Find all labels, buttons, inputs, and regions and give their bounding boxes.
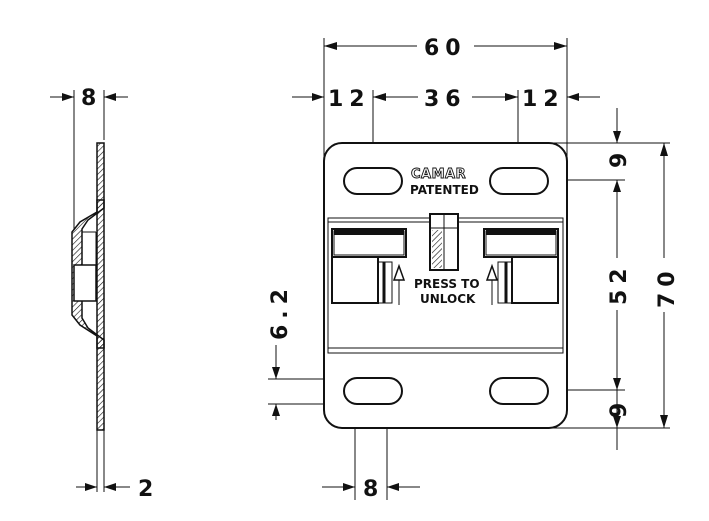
side-dim-top-label: 8: [81, 86, 102, 111]
side-bottom-dimension: 2: [76, 477, 159, 502]
dim-overall-height-label: 70: [655, 265, 680, 308]
bracket-plate: [323, 142, 568, 429]
dim-center-label: 36: [424, 87, 467, 112]
press-to-label: PRESS TO: [414, 277, 480, 291]
dim-overall-width: 60: [324, 36, 567, 61]
side-profile: [71, 142, 105, 431]
dim-slot-height-label: 6.2: [268, 283, 293, 340]
dim-slot-spacing: 52: [607, 222, 632, 390]
side-view: 8 2: [50, 86, 159, 502]
slot-bottom-left: [343, 377, 403, 405]
dim-overall-height: 70: [655, 143, 680, 428]
dim-slot-width-label: 8: [363, 477, 384, 502]
dim-top-slot-label: 9: [607, 147, 632, 168]
slot-bottom-right: [489, 377, 549, 405]
unlock-label: UNLOCK: [420, 292, 476, 306]
dim-bottom-slot-label: 9: [607, 397, 632, 418]
dim-hole-spacing: 12 36 12: [292, 87, 600, 112]
side-top-dimension: 8: [50, 86, 128, 111]
front-view: 60 12 36 12 9 5: [268, 36, 680, 502]
dim-top-slot: 9: [607, 108, 632, 222]
dim-slot-width: 8: [322, 477, 420, 502]
slot-top-left: [343, 167, 403, 195]
press-arrow-left-icon: [392, 263, 406, 305]
dim-slot-spacing-label: 52: [607, 262, 632, 305]
dim-left-margin-label: 12: [328, 87, 371, 112]
dim-overall-width-label: 60: [424, 36, 467, 61]
slot-top-right: [489, 167, 549, 195]
dim-right-margin-label: 12: [522, 87, 565, 112]
dim-bottom-slot: 9: [607, 390, 632, 450]
dim-slot-height: 6.2: [268, 283, 293, 420]
brand-logo: CAMAR: [411, 167, 466, 182]
patented-label: PATENTED: [410, 183, 479, 197]
side-dim-bottom-label: 2: [138, 477, 159, 502]
press-arrow-right-icon: [485, 263, 499, 305]
